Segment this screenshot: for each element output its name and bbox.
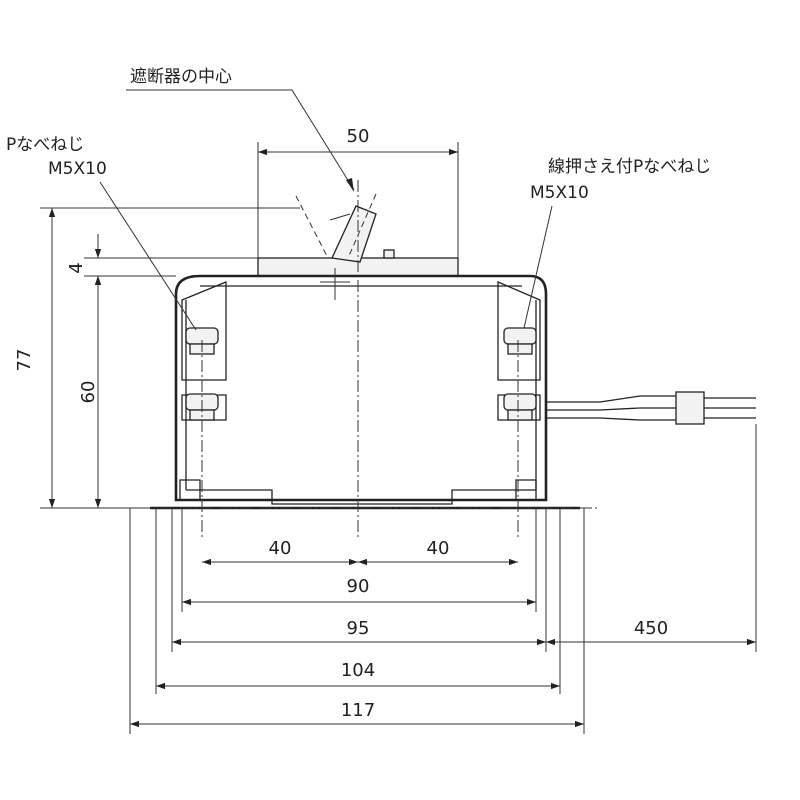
dim-104: 104 xyxy=(341,660,375,681)
dim-4: 4 xyxy=(66,262,87,273)
wire-leads xyxy=(546,391,756,425)
label-p-pan-screw: Pなべねじ M5X10 xyxy=(6,135,197,331)
center-cross xyxy=(320,268,350,300)
dim-60: 60 xyxy=(78,381,99,404)
dimension-overall-width: 117 xyxy=(129,508,585,734)
p-pan-screw-text: Pなべねじ xyxy=(6,135,84,155)
dimension-top-width: 50 xyxy=(257,126,459,258)
dimension-base-width: 104 xyxy=(155,508,561,694)
dim-95: 95 xyxy=(347,618,370,639)
dim-77: 77 xyxy=(14,349,35,372)
dim-50: 50 xyxy=(347,126,370,147)
dimension-mount-pitch: 90 xyxy=(181,508,537,612)
label-wire-clamp-screw: 線押さえ付Pなべねじ M5X10 xyxy=(523,157,711,329)
dim-40-right: 40 xyxy=(427,538,450,559)
right-guide xyxy=(497,281,541,381)
base-step xyxy=(186,489,536,505)
dimension-wire-length: 450 xyxy=(546,424,757,652)
wire-clamp-screw-size-text: M5X10 xyxy=(530,183,589,203)
breaker-handle xyxy=(331,205,395,263)
right-foot xyxy=(515,479,537,501)
wire-clamp-screw-text: 線押さえ付Pなべねじ xyxy=(548,157,711,177)
body-outline xyxy=(174,274,548,502)
dimension-right-half: 40 xyxy=(358,538,518,566)
right-terminal-screws xyxy=(503,327,537,421)
mount-hole-center-lines xyxy=(201,340,519,540)
dimension-body-height: 60 xyxy=(78,276,102,508)
handle-swing-arc xyxy=(329,213,351,221)
dimension-left-half: 40 xyxy=(202,538,358,566)
label-breaker-center: 遮断器の中心 xyxy=(126,67,355,192)
dim-90: 90 xyxy=(347,576,370,597)
p-pan-screw-size-text: M5X10 xyxy=(48,159,107,179)
breaker-center-text: 遮断器の中心 xyxy=(130,67,232,87)
breaker-housing xyxy=(150,193,756,510)
handle-swing-lines xyxy=(295,193,377,259)
dim-117: 117 xyxy=(341,700,375,721)
left-foot xyxy=(179,479,201,501)
dim-450: 450 xyxy=(634,618,668,639)
left-guide xyxy=(181,281,227,381)
dimension-body-width: 95 xyxy=(171,508,547,652)
dimension-overall-height: 77 xyxy=(14,207,300,509)
dim-40-left: 40 xyxy=(269,538,292,559)
